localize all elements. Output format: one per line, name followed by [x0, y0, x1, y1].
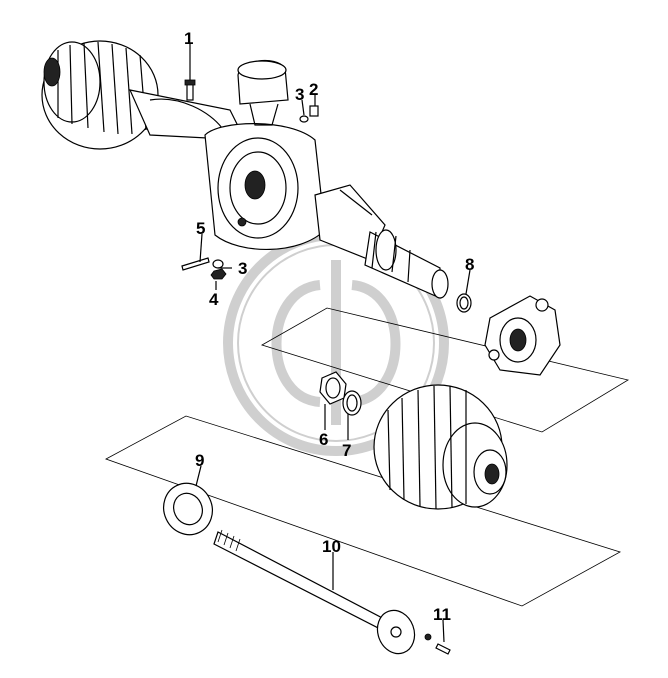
half-shaft-plane: [105, 415, 622, 607]
callout-11: 11: [433, 605, 451, 624]
callout-3a: 3: [295, 85, 304, 104]
part-washer-3a: [299, 115, 309, 123]
part-washer-3b: [212, 259, 224, 269]
part-bolt-5: [181, 257, 210, 271]
axle-housing: [41, 40, 449, 299]
callout-4: 4: [209, 290, 219, 309]
part-half-shaft-10: [213, 529, 416, 655]
part-locknut-6: [319, 371, 347, 405]
part-nut-4: [210, 268, 227, 280]
callout-1: 1: [184, 29, 193, 48]
part-hub-drum: [373, 384, 508, 510]
callout-2: 2: [309, 80, 318, 99]
part-plug-2: [309, 105, 319, 117]
callout-9: 9: [195, 451, 204, 470]
part-gasket-9: [163, 482, 213, 536]
callout-7: 7: [342, 441, 351, 460]
part-washer-7: [342, 390, 362, 416]
callout-6: 6: [319, 430, 328, 449]
part-oring-8: [456, 293, 472, 313]
callout-3b: 3: [238, 259, 247, 278]
callout-8: 8: [465, 255, 474, 274]
part-bolt-1: [184, 79, 196, 101]
callout-5: 5: [196, 219, 205, 238]
part-bolt-11: [424, 633, 451, 655]
callout-10: 10: [322, 537, 341, 556]
leader-lines: [189, 44, 471, 643]
part-brake-plate: [484, 295, 561, 376]
